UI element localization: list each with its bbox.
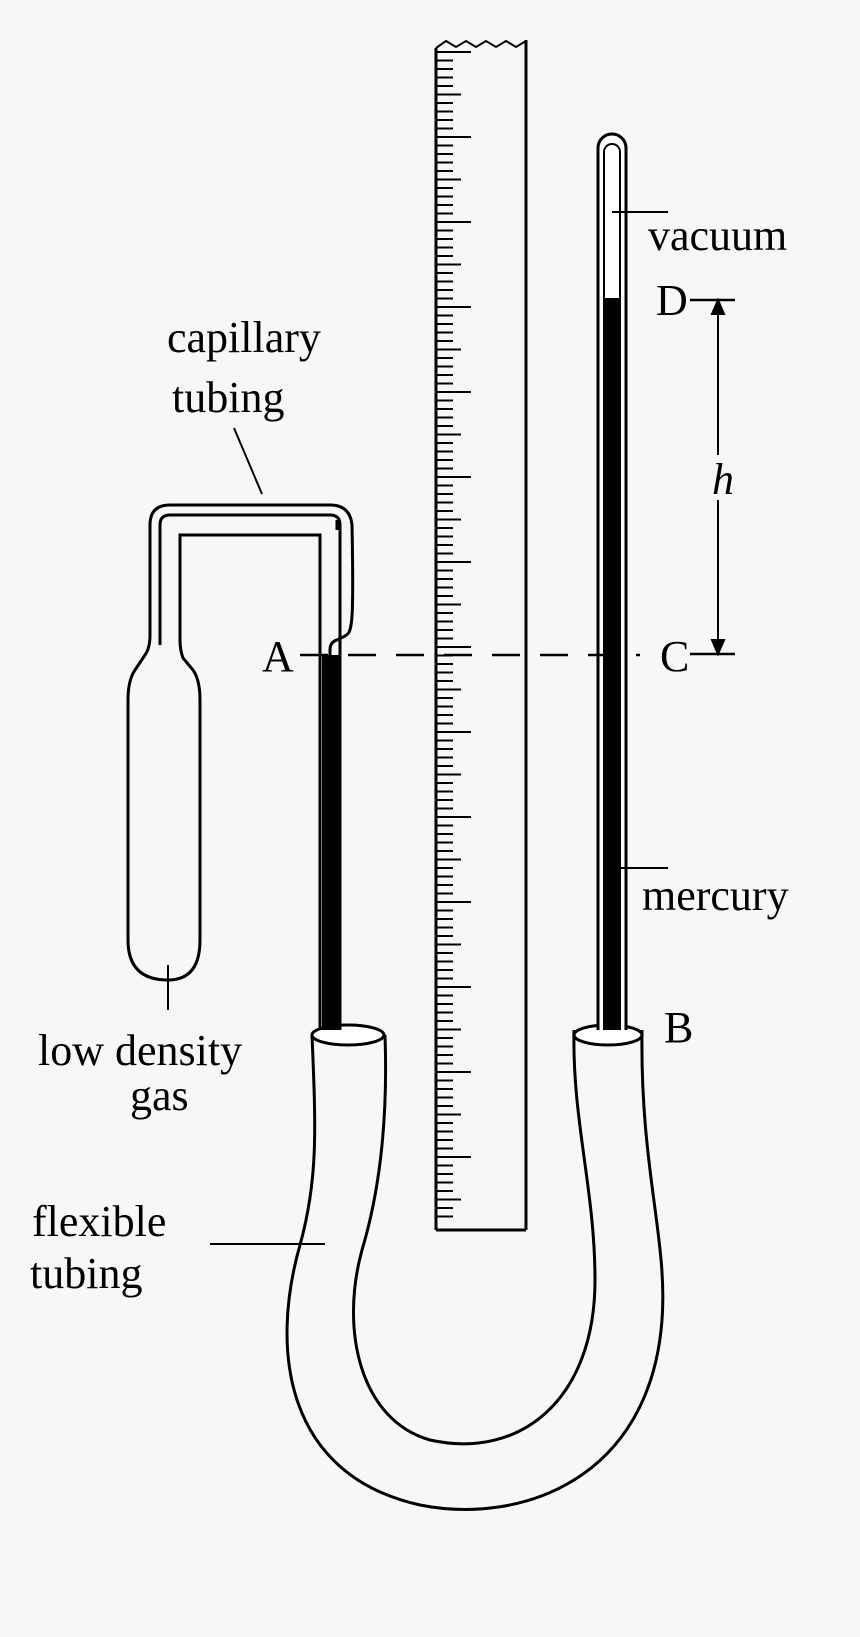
mercury-column-right (604, 298, 620, 1030)
leader-lines (167, 211, 668, 1245)
flexible-label-line1: flexible (32, 1197, 166, 1246)
mercury-column-left (322, 655, 339, 1030)
height-label: h (712, 455, 734, 504)
gas-apparatus (126, 503, 355, 1030)
capillary-label-line2: tubing (172, 373, 284, 422)
point-b-label: B (664, 1003, 693, 1052)
flexible-label-line2: tubing (30, 1249, 142, 1298)
point-a-label: A (262, 632, 294, 681)
gas-label-line1: low density (38, 1026, 242, 1075)
point-c-label: C (660, 632, 689, 681)
height-arrow (710, 297, 726, 657)
vacuum-label: vacuum (648, 211, 787, 260)
gas-label-line2: gas (130, 1071, 189, 1120)
measuring-scale (434, 39, 528, 1232)
point-d-label: D (656, 276, 688, 325)
closed-tube (596, 132, 628, 1030)
scale-ticks (437, 51, 471, 1218)
mercury-label: mercury (642, 871, 789, 920)
flexible-tubing (285, 1029, 665, 1511)
capillary-label-line1: capillary (167, 313, 321, 362)
